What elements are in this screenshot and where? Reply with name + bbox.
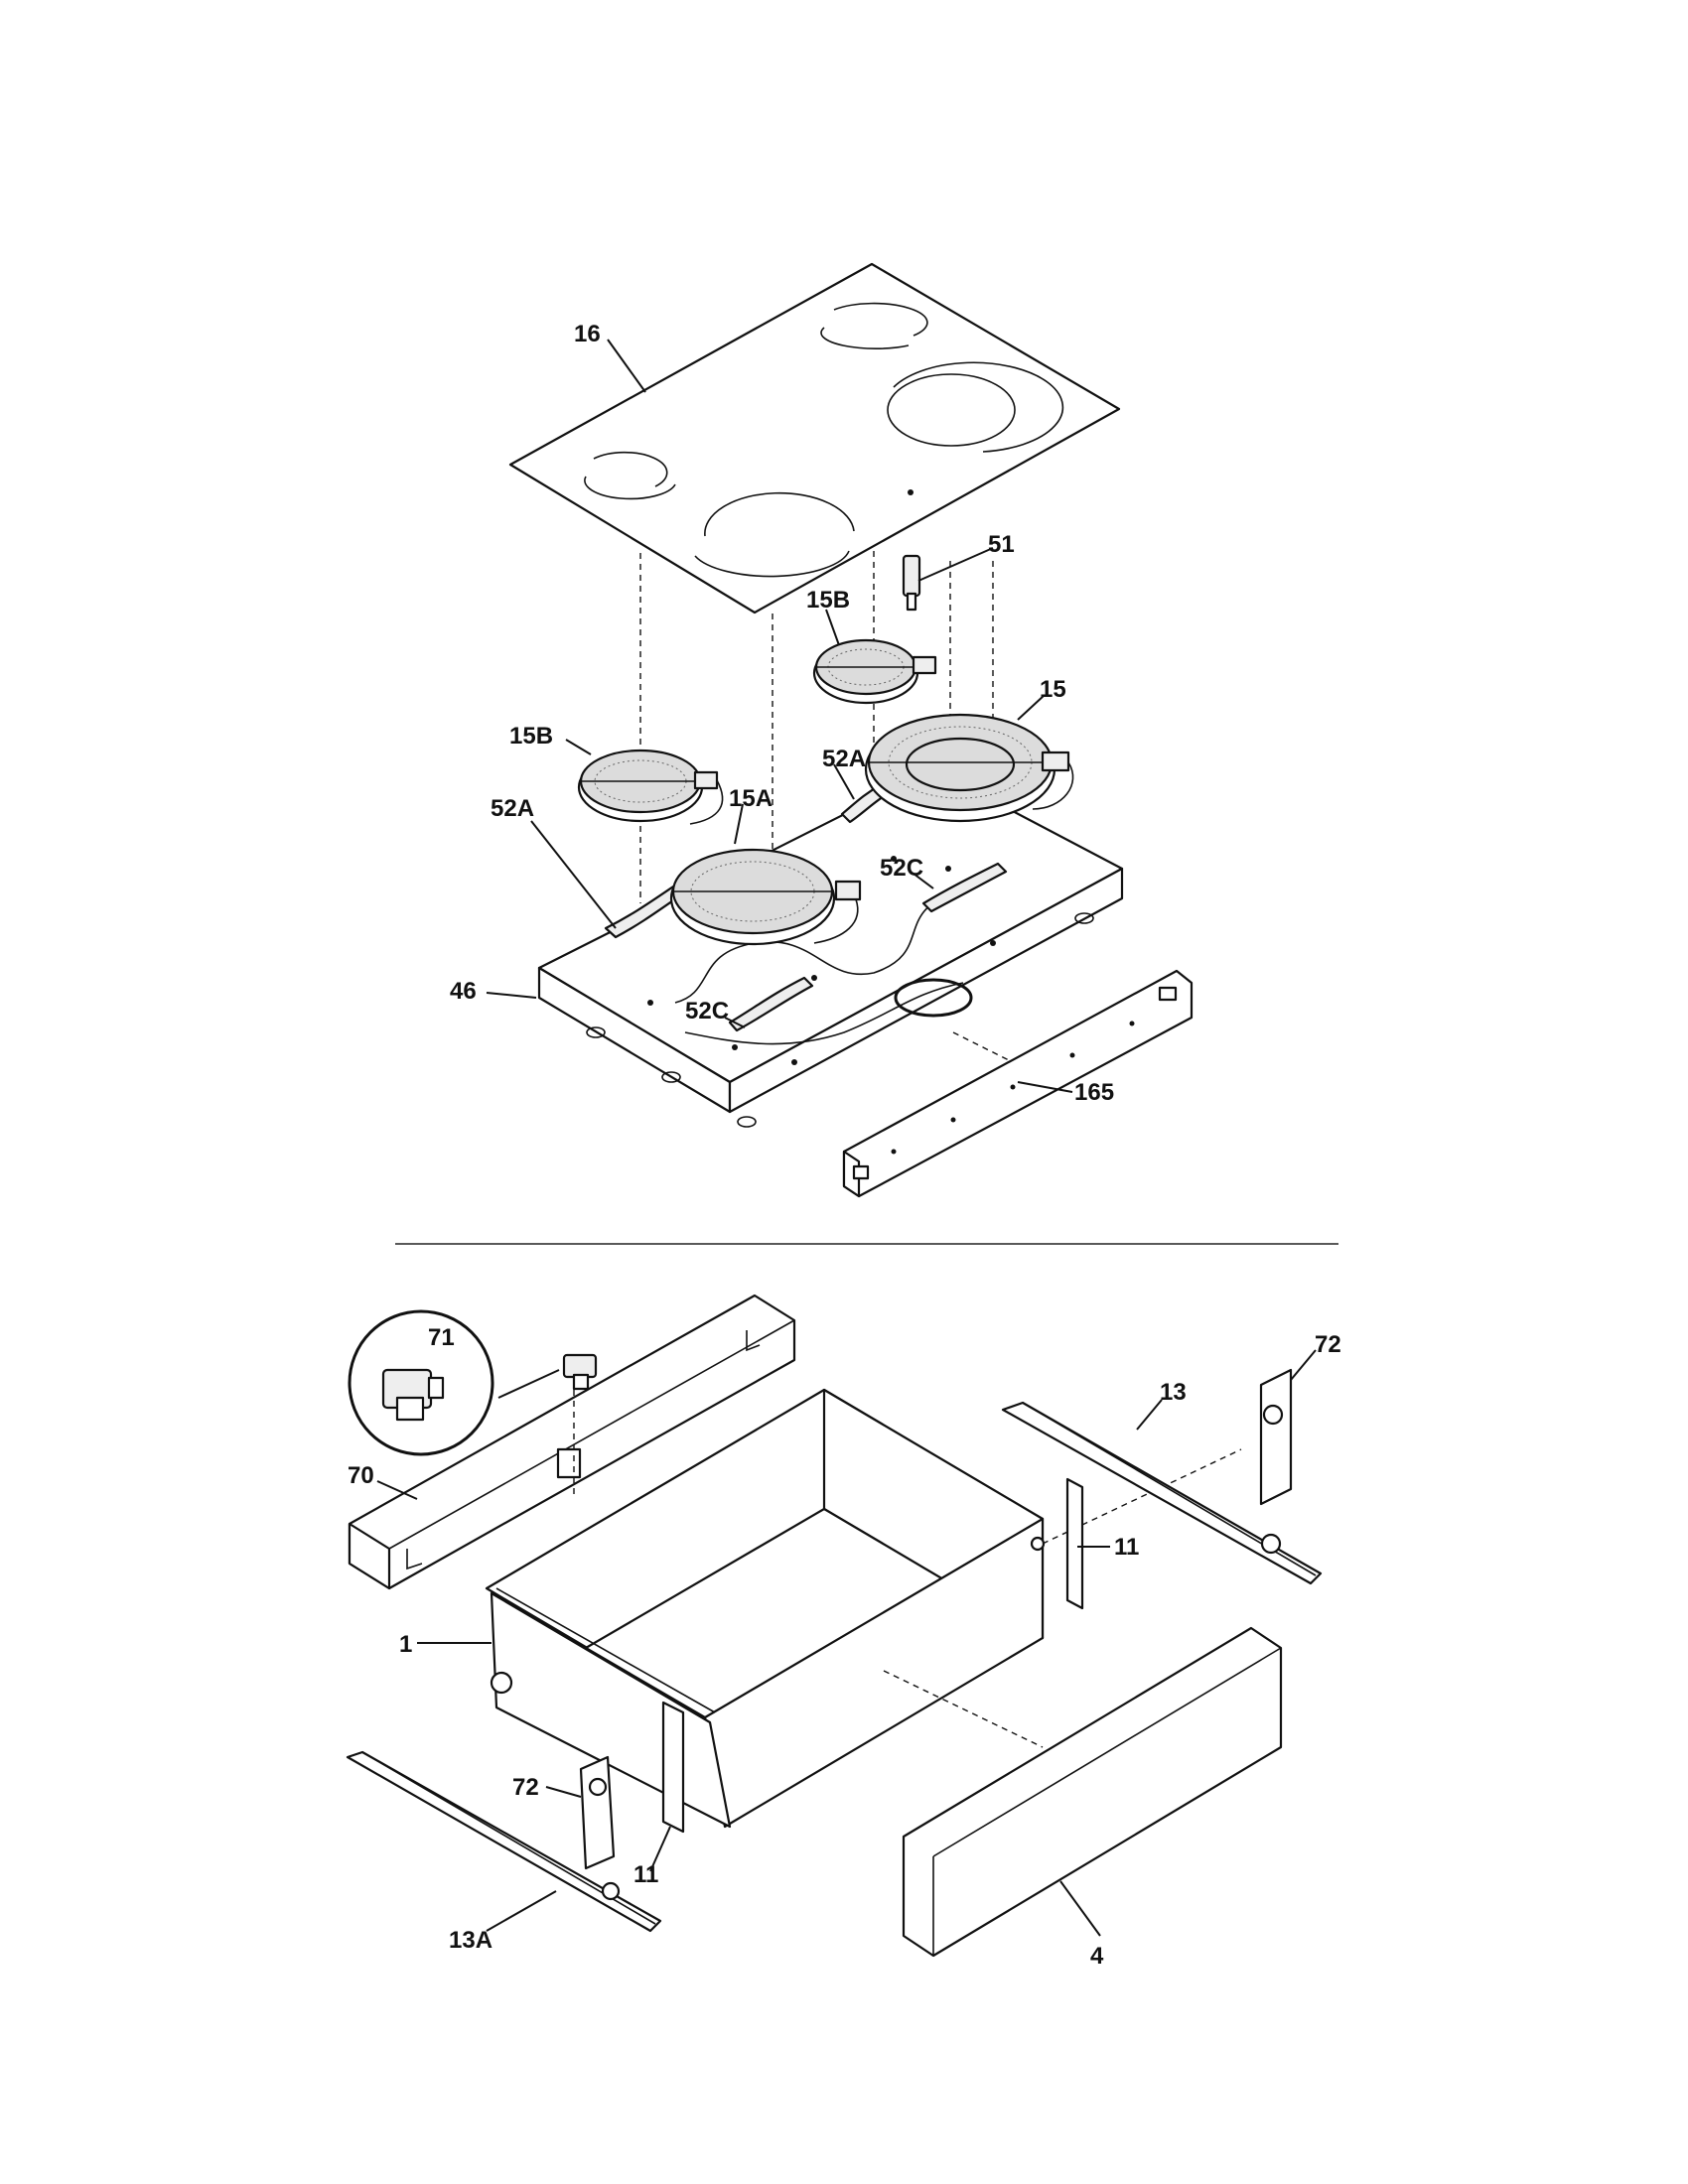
slide-bracket-72-left	[579, 1755, 616, 1870]
callout-52A-left: 52A	[491, 795, 534, 822]
leader-lines	[376, 339, 1317, 1937]
callout-13: 13	[1160, 1379, 1187, 1406]
detail-circle-71	[348, 1309, 494, 1456]
indicator-switch-51	[902, 554, 921, 612]
drawer-bracket-11-right	[1065, 1477, 1084, 1610]
slide-bracket-72-right	[1259, 1368, 1293, 1506]
callout-15: 15	[1040, 676, 1066, 703]
drawer-bracket-11-left	[661, 1701, 685, 1834]
callout-71: 71	[428, 1324, 455, 1351]
callout-1: 1	[399, 1631, 412, 1658]
drawer-box-1	[485, 1388, 1242, 1829]
radiant-element-15A	[669, 848, 862, 946]
drawer-slide-13A	[346, 1750, 662, 1933]
callout-11-right: 11	[1114, 1534, 1139, 1561]
callout-46: 46	[450, 978, 477, 1005]
drawer-front-panel-4	[902, 1626, 1283, 1958]
callout-11-left: 11	[633, 1861, 658, 1888]
callout-13A: 13A	[449, 1927, 492, 1954]
callout-52C-left: 52C	[685, 998, 729, 1024]
drawer-slide-13	[1001, 1401, 1323, 1585]
strap-52C-right	[921, 862, 1008, 913]
callout-4: 4	[1090, 1943, 1104, 1970]
callout-165: 165	[1074, 1079, 1114, 1106]
callout-52A-right: 52A	[822, 746, 866, 772]
callout-72-left: 72	[512, 1774, 539, 1801]
drawer-catch-71	[562, 1353, 598, 1391]
callout-52C-right: 52C	[880, 855, 923, 882]
strap-52C-left	[728, 976, 814, 1032]
burner-box-46	[537, 767, 1124, 1128]
callout-labels: 16 51 15B 15 15B 52A 15A 52A 52C 46 52C …	[348, 321, 1341, 1970]
callout-51: 51	[988, 531, 1015, 558]
callout-15B-top: 15B	[806, 587, 850, 614]
drawer-rear-rail-70	[348, 1294, 796, 1590]
rear-bracket-165	[842, 969, 1194, 1198]
callout-15B-left: 15B	[509, 723, 553, 750]
callout-70: 70	[348, 1462, 374, 1489]
glass-cooktop-16	[508, 262, 1121, 614]
callout-15A: 15A	[729, 785, 773, 812]
radiant-element-15B-left	[577, 749, 724, 825]
callout-72-right: 72	[1315, 1331, 1341, 1358]
radiant-element-15B-top	[812, 638, 937, 705]
radiant-element-15	[864, 713, 1074, 823]
callout-16: 16	[574, 321, 601, 347]
